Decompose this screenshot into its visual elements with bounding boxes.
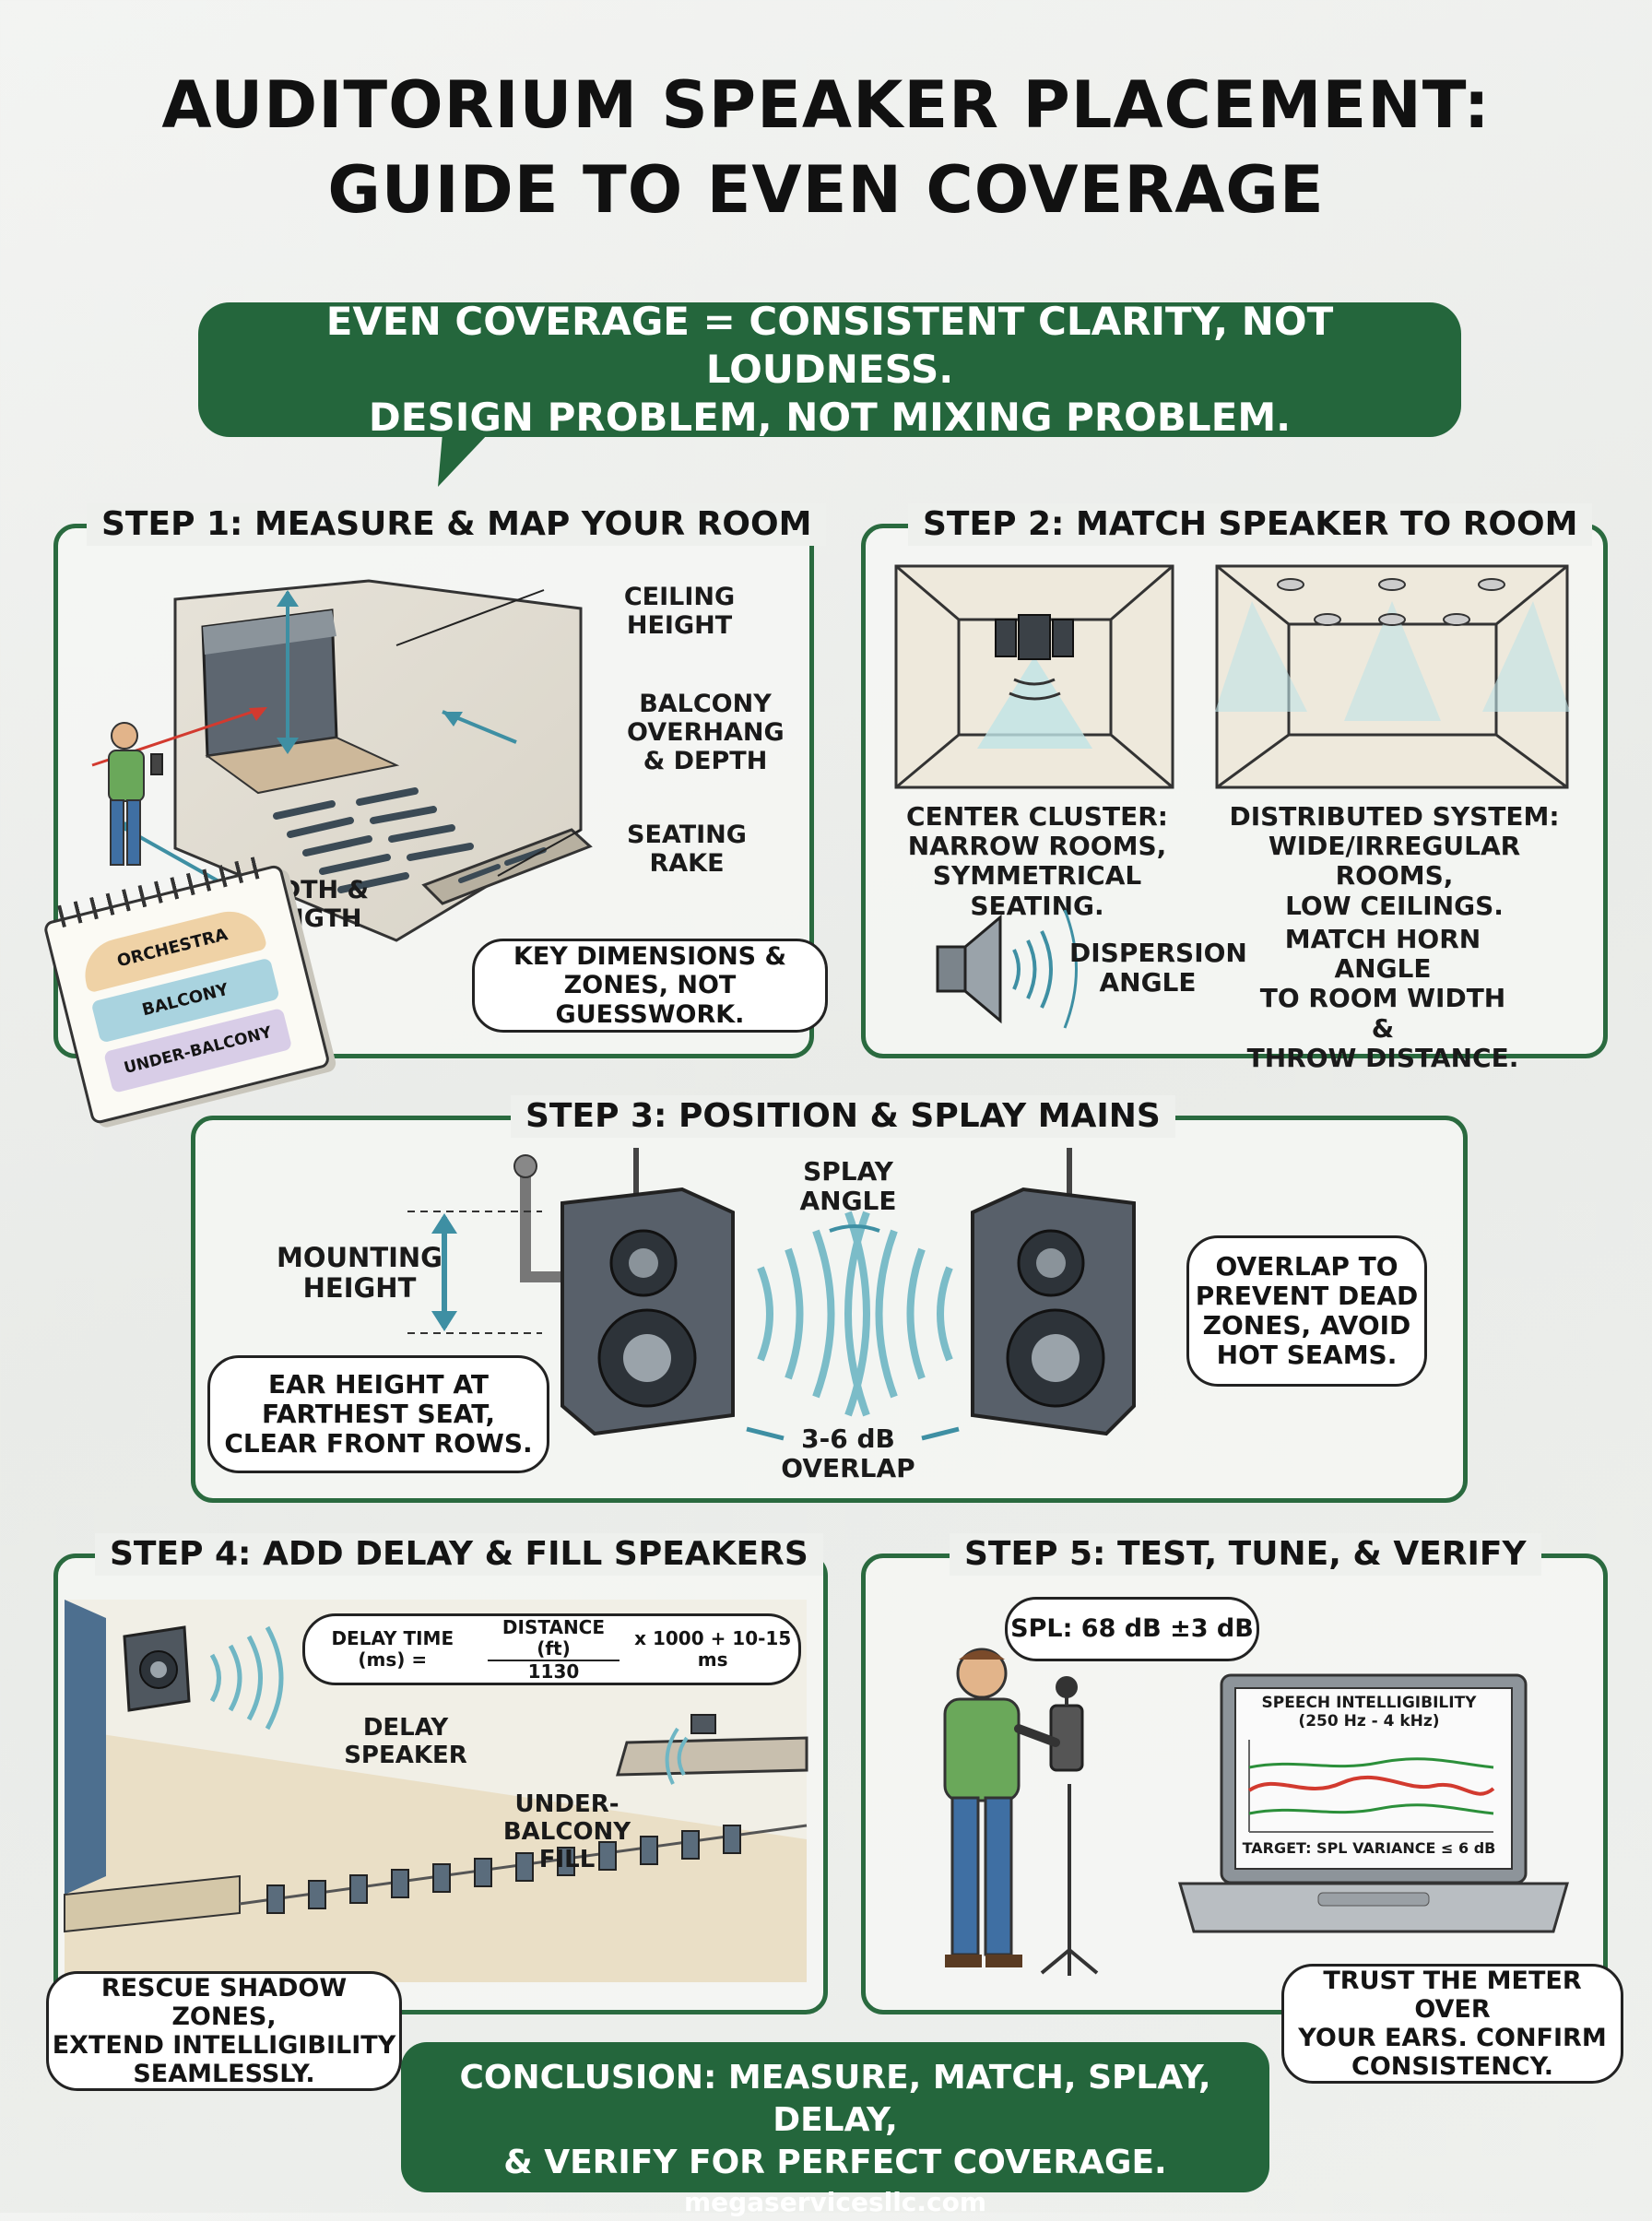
distributed-system-room-illustration <box>1215 564 1570 789</box>
center-cluster-room-illustration <box>894 564 1174 789</box>
horn-speaker-icon <box>936 909 1078 1029</box>
formula-left: DELAY TIME (ms) = <box>331 1627 454 1671</box>
distributed-system-label: DISTRIBUTED SYSTEM:WIDE/IRREGULAR ROOMS,… <box>1229 801 1560 921</box>
step2-title: STEP 2: MATCH SPEAKER TO ROOM <box>908 503 1593 546</box>
formula-denominator: 1130 <box>527 1660 580 1683</box>
title-line-1: AUDITORIUM SPEAKER PLACEMENT: <box>161 67 1491 143</box>
auditorium-3d-illustration <box>91 579 593 942</box>
delay-fill-hall-illustration <box>64 1600 808 1982</box>
step5-title: STEP 5: TEST, TUNE, & VERIFY <box>950 1533 1541 1576</box>
conclusion-line-1: CONCLUSION: MEASURE, MATCH, SPLAY, DELAY… <box>459 2059 1211 2139</box>
conclusion-banner: CONCLUSION: MEASURE, MATCH, SPLAY, DELAY… <box>401 2042 1269 2217</box>
website-link[interactable]: megaservicesllc.com <box>683 2187 987 2217</box>
step1-title: STEP 1: MEASURE & MAP YOUR ROOM <box>87 503 827 546</box>
formula-right: x 1000 + 10-15 ms <box>634 1627 792 1671</box>
speech-intelligibility-screen-title: SPEECH INTELLIGIBILITY(250 Hz - 4 kHz) <box>1261 1694 1477 1731</box>
delay-time-formula-bubble: DELAY TIME (ms) = DISTANCE (ft) 1130 x 1… <box>302 1613 801 1685</box>
conclusion-line-2: & VERIFY FOR PERFECT COVERAGE. <box>503 2144 1167 2181</box>
step4-title: STEP 4: ADD DELAY & FILL SPEAKERS <box>95 1533 823 1576</box>
main-speakers-splay-illustration <box>513 1148 1136 1441</box>
technician-with-meter-icon <box>943 1648 1099 1976</box>
key-message-banner: EVEN COVERAGE = CONSISTENT CLARITY, NOT … <box>198 299 1461 440</box>
spl-reading-bubble: SPL: 68 dB ±3 dB <box>1005 1597 1259 1661</box>
person-measuring-icon <box>108 722 163 866</box>
page-title: AUDITORIUM SPEAKER PLACEMENT: GUIDE TO E… <box>0 63 1652 232</box>
title-line-2: GUIDE TO EVEN COVERAGE <box>327 152 1325 228</box>
spl-target-label: TARGET: SPL VARIANCE ≤ 6 dB <box>1242 1839 1496 1857</box>
frequency-response-graph <box>1247 1740 1495 1833</box>
formula-numerator: DISTANCE (ft) <box>487 1616 620 1661</box>
seating-map-notebook: ORCHESTRA BALCONY UNDER-BALCONY <box>42 857 336 1128</box>
formula-fraction: DISTANCE (ft) 1130 <box>487 1616 620 1683</box>
center-cluster-label: CENTER CLUSTER:NARROW ROOMS,SYMMETRICAL … <box>906 801 1168 921</box>
rescue-shadow-bubble: RESCUE SHADOW ZONES,EXTEND INTELLIGIBILI… <box>46 1971 402 2091</box>
banner-pointer-icon <box>438 433 489 487</box>
mounting-height-arrow-icon <box>407 1211 542 1334</box>
banner-line-2: DESIGN PROBLEM, NOT MIXING PROBLEM. <box>368 395 1292 440</box>
step3-title: STEP 3: POSITION & SPLAY MAINS <box>511 1095 1175 1138</box>
banner-line-1: EVEN COVERAGE = CONSISTENT CLARITY, NOT … <box>325 299 1334 392</box>
step1-speech-bubble: KEY DIMENSIONS &ZONES, NOT GUESSWORK. <box>472 939 828 1033</box>
